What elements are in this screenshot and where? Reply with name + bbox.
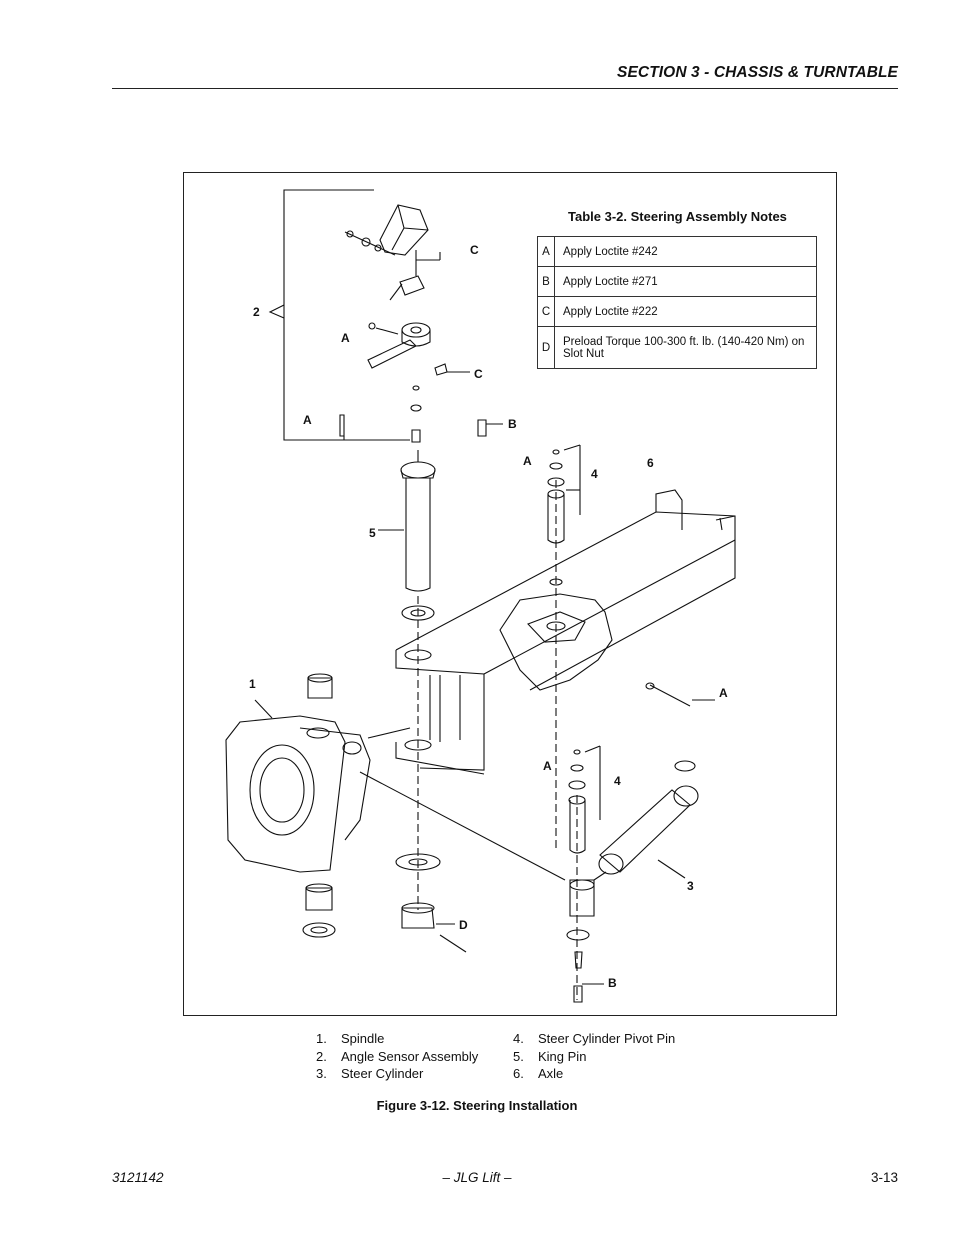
callout-a-pivot-upper: A: [523, 454, 532, 468]
callout-a-arm: A: [341, 331, 350, 345]
assembly-bracket-line: [283, 189, 410, 441]
note-key: B: [537, 266, 555, 297]
callout-4-lower: 4: [614, 774, 621, 788]
assembly-bracket-notch: [268, 304, 285, 319]
note-key: C: [537, 296, 555, 327]
footer-doc-number: 3121142: [112, 1170, 164, 1185]
legend-number: 1.: [316, 1031, 327, 1046]
callout-a-pivot-lower: A: [543, 759, 552, 773]
steer-cylinder-drawing: [569, 785, 699, 917]
footer-page-number: 3-13: [870, 1170, 898, 1185]
spindle-drawing: [225, 699, 371, 873]
note-text: Apply Loctite #271: [554, 266, 817, 297]
angle-sensor-drawing: [389, 250, 441, 301]
notes-table-title: Table 3-2. Steering Assembly Notes: [568, 209, 787, 224]
sensor-arm-drawing: [367, 322, 470, 376]
legend-number: 5.: [513, 1048, 524, 1064]
callout-4-upper: 4: [591, 467, 598, 481]
note-key: A: [537, 236, 555, 267]
table-row: C Apply Loctite #222: [537, 296, 817, 327]
note-text: Apply Loctite #222: [554, 296, 817, 327]
king-pin-drawing: [378, 450, 436, 592]
section-header-title: SECTION 3 - CHASSIS & TURNTABLE: [617, 64, 898, 81]
table-row: A Apply Loctite #242: [537, 236, 817, 267]
pivot-pin-lower-drawing: [568, 745, 696, 854]
axle-drawing: [395, 489, 736, 775]
callout-b-top: B: [508, 417, 517, 431]
note-text: Apply Loctite #242: [554, 236, 817, 267]
legend-label: Steer Cylinder Pivot Pin: [538, 1031, 676, 1046]
callout-5: 5: [369, 526, 376, 540]
table-row: D Preload Torque 100-300 ft. lb. (140-42…: [537, 326, 817, 369]
table-row: B Apply Loctite #271: [537, 266, 817, 297]
callout-c-top: C: [470, 243, 479, 257]
legend-number: 2.: [316, 1048, 327, 1064]
note-text: Preload Torque 100-300 ft. lb. (140-420 …: [554, 326, 817, 369]
pivot-pin-upper-drawing: [547, 444, 581, 586]
figure-caption: Figure 3-12. Steering Installation: [376, 1098, 578, 1113]
callout-a-screw: A: [303, 413, 312, 427]
legend-number: 3.: [316, 1066, 327, 1081]
legend-label: Spindle: [341, 1031, 385, 1046]
callout-d: D: [459, 918, 468, 932]
callout-1: 1: [249, 677, 256, 691]
callout-6: 6: [647, 456, 654, 470]
legend-label: Axle: [538, 1066, 564, 1081]
legend-label: Steer Cylinder: [341, 1066, 424, 1081]
callout-b-bottom: B: [608, 976, 617, 990]
legend-number: 6.: [513, 1066, 524, 1081]
footer-center-text: – JLG Lift –: [442, 1170, 512, 1185]
callout-a-axle: A: [719, 686, 728, 700]
legend-label: King Pin: [538, 1048, 587, 1064]
sensor-cover-drawing: [344, 204, 429, 256]
figure-frame: [183, 172, 837, 1016]
legend-label: Angle Sensor Assembly: [341, 1048, 479, 1064]
header-divider: [112, 88, 898, 89]
callout-2: 2: [253, 305, 260, 319]
note-key: D: [537, 326, 555, 369]
steering-notes-table: A Apply Loctite #242 B Apply Loctite #27…: [537, 236, 817, 369]
legend-number: 4.: [513, 1031, 524, 1046]
callout-3: 3: [687, 879, 694, 893]
callout-c-mid: C: [474, 367, 483, 381]
